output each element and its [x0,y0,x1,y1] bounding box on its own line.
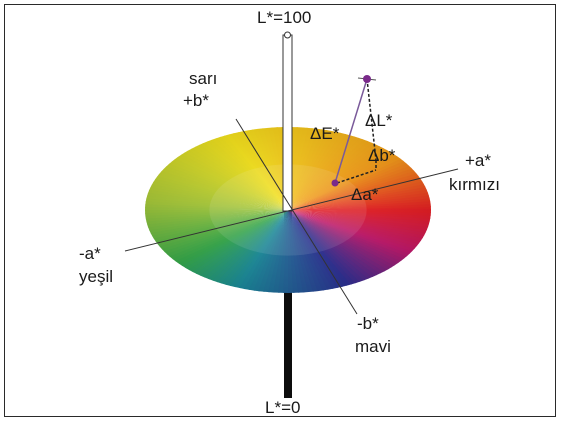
lightness-axis-upper [282,34,293,212]
delta-e-line [334,78,368,184]
delta-a-label: Δa* [351,185,379,204]
delta-a-dashed-line [336,169,377,184]
minus-a-label: -a* [79,244,101,263]
b-axis-line [235,118,358,315]
sample-marker-top [363,75,371,83]
plus-a-label: +a* [465,151,491,170]
blue-name-label: mavi [355,337,391,356]
red-name-label: kırmızı [449,175,500,194]
plus-b-label: +b* [183,91,209,110]
l-star-100-label: L*=100 [257,8,311,27]
delta-l-dashed-line [366,78,377,161]
yellow-name-label: sarı [189,69,217,88]
delta-construction [331,75,377,187]
delta-l-label: ΔL* [365,111,393,130]
a-axis-line [124,168,459,252]
delta-b-label: Δb* [368,146,396,165]
lightness-axis-lower [284,210,292,398]
axis-top-cap [284,31,291,39]
delta-e-label: ΔE* [310,124,340,143]
l-star-0-label: L*=0 [265,398,300,417]
green-name-label: yeşil [79,267,113,286]
minus-b-label: -b* [357,314,379,333]
reference-marker [331,179,339,187]
